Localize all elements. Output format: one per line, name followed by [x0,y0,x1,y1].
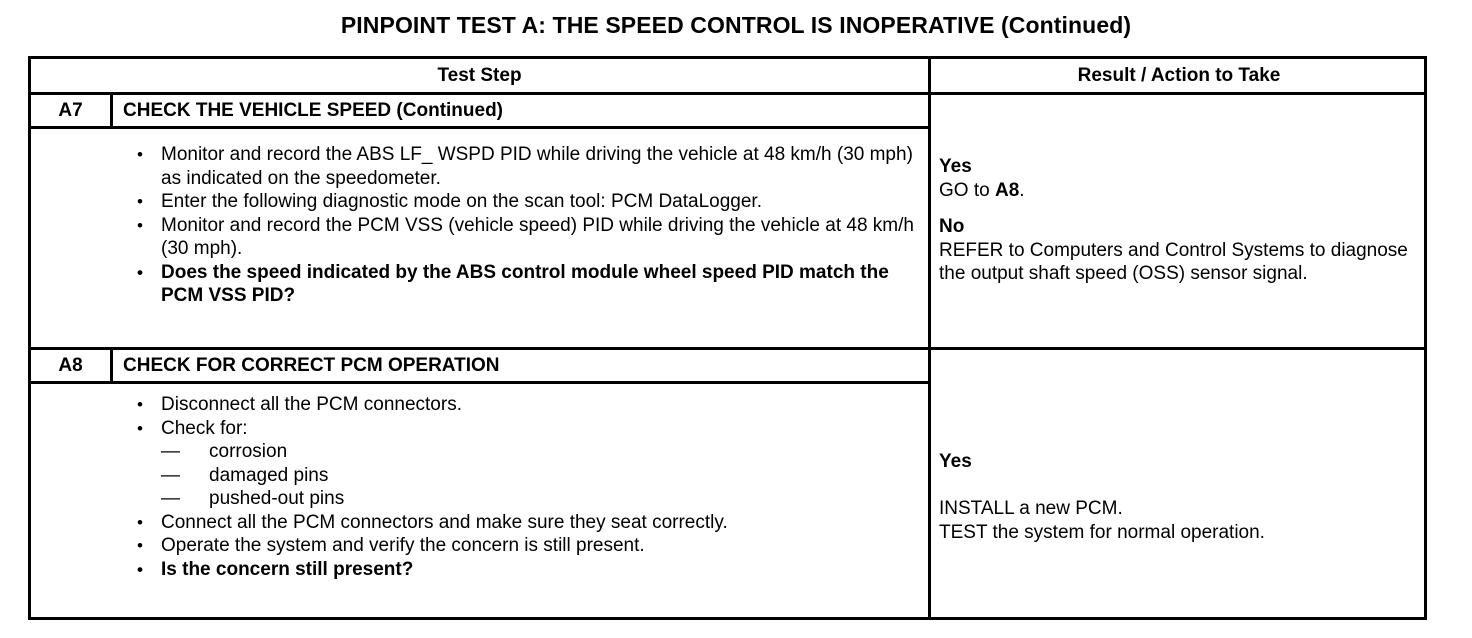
dash-icon: — [161,488,180,509]
column-header-result-action: Result / Action to Take [1077,65,1281,86]
result-text-post: . [1019,179,1025,201]
step-list-a8: • Disconnect all the PCM connectors. • C… [123,393,923,581]
result-list-a7: Yes GO to A8. No REFER to Computers and … [939,155,1427,286]
list-item-text: Operate the system and verify the concer… [161,535,645,556]
sub-list-item: — corrosion [123,440,923,464]
sub-list-item: — pushed-out pins [123,487,923,511]
step-id-a8: A8 [58,355,83,376]
list-item: • Connect all the PCM connectors and mak… [123,511,923,535]
bullet-icon: • [137,512,143,532]
list-item-text: Disconnect all the PCM connectors. [161,394,462,415]
list-item: • Disconnect all the PCM connectors. [123,393,923,417]
bullet-icon: • [137,559,143,579]
bullet-icon: • [137,418,143,438]
result-spacer [939,202,1427,215]
bullet-icon: • [137,395,143,414]
step-id-divider-a7 [110,95,113,126]
result-yes-a7: Yes GO to A8. [939,155,1427,202]
result-spacer [939,591,1427,625]
list-item: • Monitor and record the PCM VSS (vehicl… [123,214,923,261]
list-item-text: Is the concern still present? [161,558,414,580]
result-text-yes: INSTALL a new PCM. TEST the system for n… [939,498,1265,543]
result-text-yes: GO to A8. [939,179,1427,203]
sub-list-item-text: damaged pins [209,464,329,486]
column-divider [928,59,931,617]
list-item: • Operate the system and verify the conc… [123,534,923,558]
list-item-text: Monitor and record the ABS LF_ WSPD PID … [161,144,913,189]
step-title-rule-a7 [31,126,931,129]
page-title: PINPOINT TEST A: THE SPEED CONTROL IS IN… [340,12,1132,38]
step-id-divider-a8 [110,350,113,381]
bullet-icon: • [137,215,143,235]
list-item: • Check for: [123,417,923,441]
dash-icon: — [161,441,180,462]
step-id-a7: A7 [58,100,83,121]
dash-icon: — [161,464,180,486]
row-rule-a7-a8 [31,347,1424,350]
step-list-a7: • Monitor and record the ABS LF_ WSPD PI… [123,143,923,308]
list-item-text: Connect all the PCM connectors and make … [161,511,728,533]
result-text-pre: GO to [939,179,995,201]
column-header-test-step: Test Step [437,65,522,86]
result-text-no: REFER to Computers and Control Systems t… [939,239,1408,285]
sub-list-item: — damaged pins [123,464,923,488]
bullet-icon: • [137,145,143,164]
list-item-text: Monitor and record the PCM VSS (vehicle … [161,214,914,260]
sub-list-item-text: corrosion [209,441,288,462]
sub-list-item-text: pushed-out pins [209,488,345,509]
list-item-text: Enter the following diagnostic mode on t… [161,191,762,212]
bullet-icon: • [137,262,143,282]
bullet-icon: • [137,192,143,211]
step-title-rule-a8 [31,381,931,384]
result-label-yes: Yes [939,451,972,472]
step-title-a7: CHECK THE VEHICLE SPEED (Continued) [123,100,504,121]
list-item-text: Check for: [161,417,248,439]
list-item-question: • Is the concern still present? [123,558,923,582]
result-reference-link: A8 [994,179,1020,201]
step-title-a8: CHECK FOR CORRECT PCM OPERATION [123,355,500,376]
list-item: • Enter the following diagnostic mode on… [123,190,923,214]
list-item-question: • Does the speed indicated by the ABS co… [123,261,923,308]
pinpoint-test-table: Test Step Result / Action to Take A7 CHE… [28,56,1427,620]
result-list-a8: Yes INSTALL a new PCM. TEST the system f… [939,403,1427,638]
result-label-yes: Yes [939,156,972,177]
list-item-text: Does the speed indicated by the ABS cont… [161,261,889,307]
result-label-no: No [939,216,965,237]
result-yes-a8: Yes INSTALL a new PCM. TEST the system f… [939,427,1427,568]
header-rule [31,92,1424,95]
list-item: • Monitor and record the ABS LF_ WSPD PI… [123,143,923,190]
result-no-a7: No REFER to Computers and Control System… [939,215,1427,286]
bullet-icon: • [137,536,143,555]
